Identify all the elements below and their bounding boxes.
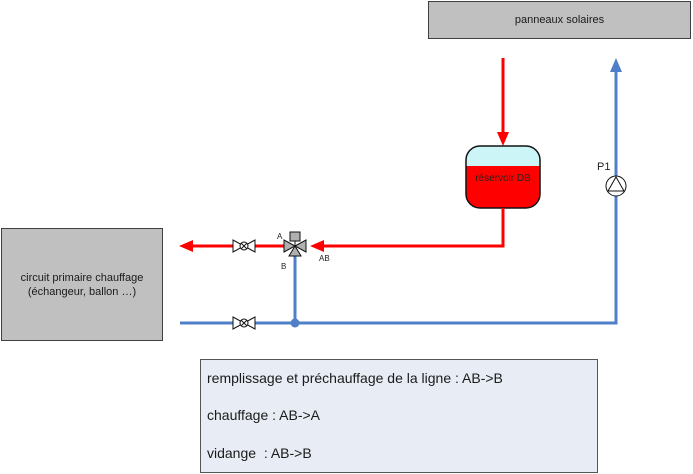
valve-port-b-label: B	[281, 262, 286, 271]
heating-circuit-label: circuit primaire chauffage	[20, 271, 144, 284]
arrow-down-icon	[497, 132, 509, 146]
arrow-left-icon	[179, 240, 193, 252]
pipe-junction	[290, 318, 300, 328]
valve-port-a-label: A	[277, 232, 283, 241]
heating-circuit-box: circuit primaire chauffage (échangeur, b…	[1, 228, 163, 341]
valve-modes-legend: remplissage et préchauffage de la ligne …	[200, 359, 598, 473]
cold-pipe-return	[180, 70, 618, 325]
pump-label: P1	[597, 161, 610, 173]
three-way-valve	[283, 231, 307, 257]
legend-line-filling: remplissage et préchauffage de la ligne …	[207, 370, 503, 386]
valve-port-ab-label: AB	[319, 254, 330, 263]
solar-panels-label: panneaux solaires	[514, 14, 605, 26]
solar-panels-box: panneaux solaires	[428, 1, 691, 39]
arrow-left-icon	[310, 240, 324, 252]
tank-reservoir-db: réservoir DB	[465, 145, 541, 209]
shutoff-valve-cold	[232, 316, 256, 330]
tank-label: réservoir DB	[475, 173, 531, 184]
legend-line-heating: chauffage : AB->A	[207, 407, 320, 423]
pump-p1	[605, 175, 627, 197]
hot-pipe-tank-to-valve	[320, 208, 505, 248]
heating-circuit-sublabel: (échangeur, ballon …)	[27, 285, 137, 298]
legend-line-draining: vidange : AB->B	[207, 445, 312, 461]
shutoff-valve-hot	[232, 239, 256, 253]
arrow-up-icon	[610, 58, 622, 72]
